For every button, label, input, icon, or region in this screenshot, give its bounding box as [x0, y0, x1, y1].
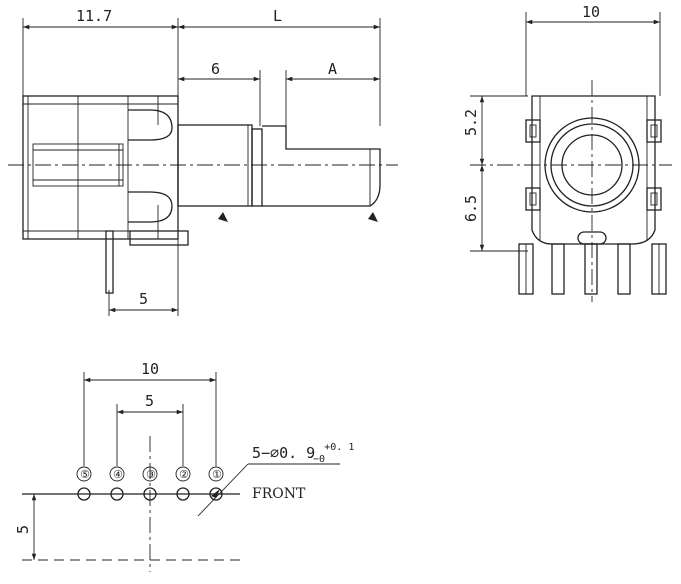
pin-label-5: ⑤: [80, 468, 90, 481]
dim-5-pcb-label: 5: [145, 392, 154, 410]
hole-tol-minus: −0: [313, 454, 325, 465]
dim-a-label: A: [328, 60, 337, 78]
dim-6-label: 6: [211, 60, 220, 78]
dim-5-vert-label: 5: [14, 525, 32, 534]
pin-label-1: ①: [212, 468, 222, 481]
housing-outline: [22, 95, 179, 240]
mounting-lug: [129, 230, 189, 246]
hole-spec: 5−⌀0. 9 +0. 1: [252, 442, 354, 462]
front-legs: [518, 243, 667, 295]
pin-label-3: ③: [146, 468, 156, 481]
side-view: 11.7 L 6 A 5: [8, 7, 398, 316]
hole-callout-leader: [197, 463, 249, 517]
pcb-layout: 10 5 ⑤ ④ ③ ② ① 5: [14, 360, 354, 572]
dim-10-front-label: 10: [582, 3, 600, 21]
dim-5-2-label: 5.2: [462, 109, 480, 136]
dim-11-7-label: 11.7: [76, 7, 112, 25]
shaft: [262, 125, 381, 207]
pin-label-4: ④: [113, 468, 123, 481]
dim-6-5-label: 6.5: [462, 195, 480, 222]
side-pin: [105, 230, 114, 294]
dim-l-label: L: [273, 7, 282, 25]
pin-labels: ⑤ ④ ③ ② ①: [76, 466, 224, 482]
front-body: [531, 95, 656, 245]
front-view: 10 5.2 6.5: [462, 3, 672, 302]
front-label: FRONT: [252, 486, 306, 502]
pin-label-2: ②: [179, 468, 189, 481]
dim-5-side-label: 5: [139, 290, 148, 308]
dim-10-pcb-label: 10: [141, 360, 159, 378]
bushing: [177, 124, 253, 207]
